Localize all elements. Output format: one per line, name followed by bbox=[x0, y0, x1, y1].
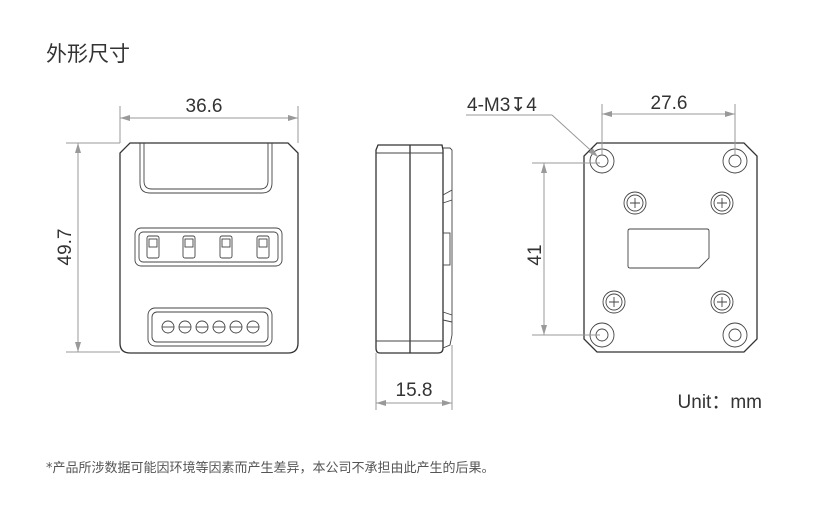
disclaimer-footnote: *产品所涉数据可能因环境等因素而产生差异，本公司不承担由此产生的后果。 bbox=[46, 461, 495, 476]
section-title: 外形尺寸 bbox=[46, 42, 130, 66]
label-window bbox=[627, 228, 710, 269]
depth-dimension: 15.8 bbox=[396, 380, 433, 401]
hole-spacing-x-dimension: 27.6 bbox=[651, 93, 688, 114]
side-view: 15.8 bbox=[375, 144, 453, 410]
unit-label: Unit：mm bbox=[678, 392, 762, 413]
width-dimension: 36.6 bbox=[186, 96, 223, 117]
height-dimension: 49.7 bbox=[55, 229, 76, 266]
connector-pins bbox=[146, 235, 270, 259]
phillips-screws bbox=[602, 191, 734, 314]
hole-spacing-y-dimension: 41 bbox=[525, 244, 546, 265]
hole-callout: 4-M3↧4 bbox=[467, 95, 537, 116]
front-view: 36.6 49.7 bbox=[55, 96, 299, 354]
terminal-screws bbox=[161, 320, 260, 334]
back-view: 27.6 41 4-M3↧4 bbox=[466, 93, 758, 353]
mounting-holes bbox=[589, 148, 748, 348]
